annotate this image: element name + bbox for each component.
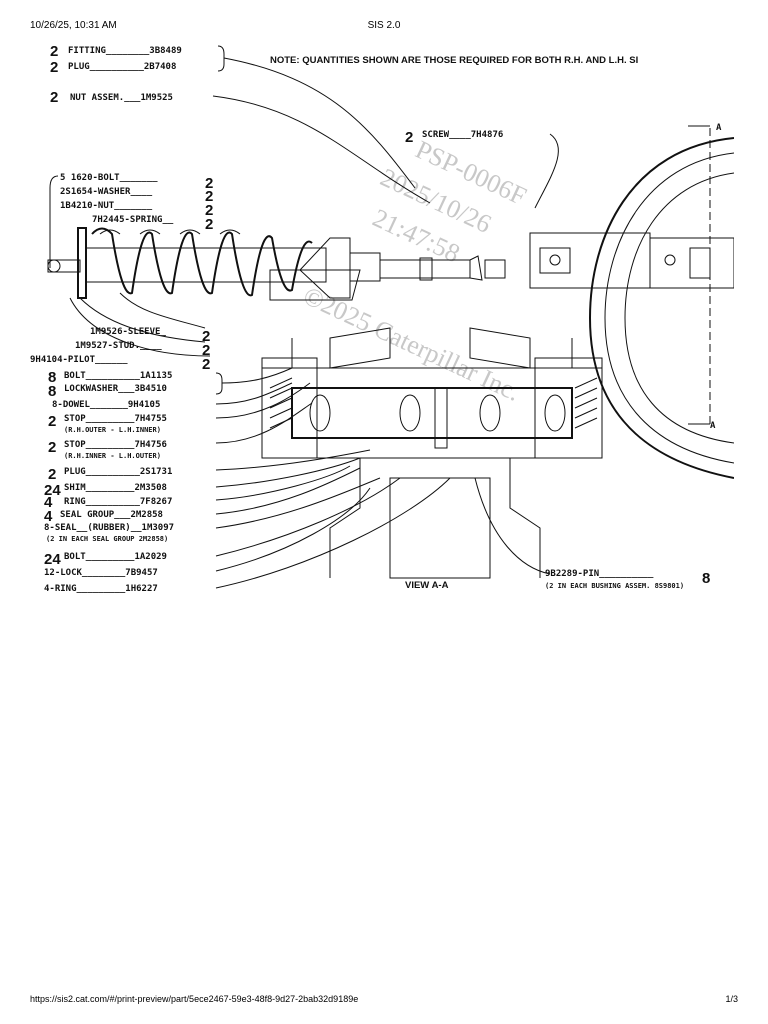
screw-label: SCREW____7H4876 (422, 130, 503, 140)
app-title: SIS 2.0 (367, 20, 401, 31)
part-qty: 2 (202, 328, 210, 345)
parts-list: 2 FITTING________3B8489 2 PLUG__________… (30, 43, 213, 594)
part-label: PLUG__________2S1731 (64, 467, 172, 477)
part-note: (2 IN EACH SEAL GROUP 2M2858) (46, 535, 168, 543)
part-qty: 2 (205, 175, 213, 192)
part-label: PLUG__________2B7408 (68, 62, 176, 72)
part-label: 9H4104-PILOT______ (30, 355, 128, 365)
part-qty: 2 (202, 342, 210, 359)
part-qty: 4 (44, 508, 53, 525)
part-label: 8-SEAL__(RUBBER)__1M3097 (44, 523, 174, 533)
part-qty: 2 (50, 89, 58, 106)
pin-label: 9B2289-PIN__________ (545, 569, 654, 579)
part-label: STOP_________7H4755 (64, 414, 167, 424)
part-qty: 2 (202, 356, 210, 373)
part-label: RING__________7F8267 (64, 497, 172, 507)
part-qty: 24 (44, 551, 61, 568)
part-qty: 2 (205, 188, 213, 205)
section-marker-top: A (716, 123, 722, 133)
quantities-note: NOTE: QUANTITIES SHOWN ARE THOSE REQUIRE… (270, 55, 638, 66)
parts-diagram: PSP-0006F 2025/10/26 21:47:58 ©2025 Cate… (30, 43, 734, 594)
part-label: 1M9526-SLEEVE_ (90, 327, 166, 337)
page-number: 1/3 (725, 994, 738, 1004)
part-label: SEAL GROUP___2M2858 (60, 510, 163, 520)
part-label: NUT ASSEM.___1M9525 (70, 93, 173, 103)
watermark: PSP-0006F 2025/10/26 21:47:58 ©2025 Cate… (299, 135, 531, 407)
part-qty: 8 (48, 383, 56, 400)
part-label: SHIM_________2M3508 (64, 483, 167, 493)
part-label: STOP_________7H4756 (64, 440, 167, 450)
part-qty: 2 (50, 59, 58, 76)
pin-note: (2 IN EACH BUSHING ASSEM. 8S9801) (545, 582, 684, 590)
view-a-a-section: VIEW A-A (261, 327, 603, 591)
recoil-spring-assembly (47, 227, 506, 301)
part-qty: 2 (205, 216, 213, 233)
idler-yoke: A A (529, 123, 734, 479)
part-note: (R.H.OUTER - L.H.INNER) (64, 426, 161, 434)
part-label: 1M9527-STUD.____ (75, 341, 162, 351)
part-label: 8-DOWEL_______9H4105 (52, 400, 160, 410)
part-label: 12-LOCK________7B9457 (44, 568, 158, 578)
part-qty: 24 (44, 482, 61, 499)
part-label: 4-RING_________1H6227 (44, 584, 158, 594)
part-qty: 4 (44, 494, 53, 511)
part-label: 2S1654-WASHER____ (60, 187, 153, 197)
part-label: 1B4210-NUT_______ (60, 201, 153, 211)
screw-qty: 2 (405, 129, 413, 146)
view-label: VIEW A-A (405, 580, 449, 591)
part-label: LOCKWASHER___3B4510 (64, 384, 167, 394)
part-label: 7H2445-SPRING__ (92, 215, 174, 225)
part-qty: 2 (48, 466, 56, 483)
part-qty: 2 (48, 413, 56, 430)
part-label: FITTING________3B8489 (68, 46, 182, 56)
page-url: https://sis2.cat.com/#/print-preview/par… (30, 994, 359, 1004)
pin-qty: 8 (702, 570, 710, 587)
part-qty: 2 (205, 202, 213, 219)
section-marker-bottom: A (710, 421, 716, 431)
part-qty: 2 (50, 43, 58, 60)
part-qty: 2 (48, 439, 56, 456)
part-label: BOLT_________1A2029 (64, 552, 167, 562)
part-label: BOLT__________1A1135 (64, 371, 172, 381)
print-timestamp: 10/26/25, 10:31 AM (30, 20, 117, 31)
part-qty: 8 (48, 369, 56, 386)
part-note: (R.H.INNER - L.H.OUTER) (64, 452, 161, 460)
part-label: 5 1620-BOLT_______ (60, 173, 158, 183)
